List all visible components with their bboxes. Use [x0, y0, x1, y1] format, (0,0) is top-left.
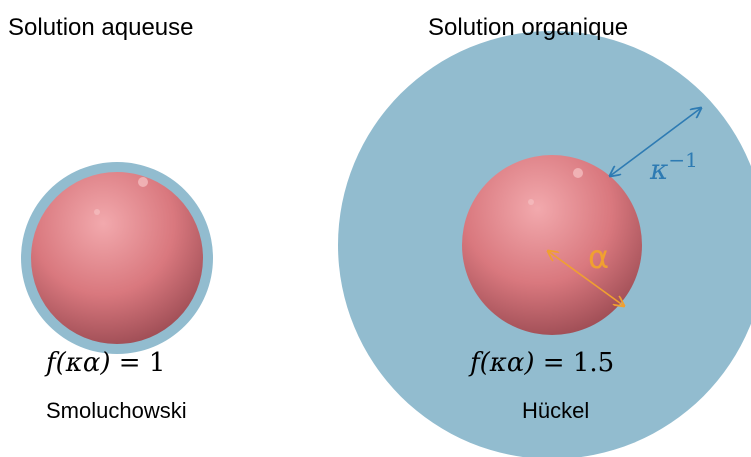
left-caption: Smoluchowski [46, 398, 187, 423]
left-sphere-highlight-small [94, 209, 100, 215]
left-formula-rhs: = 1 [110, 348, 166, 378]
right-formula-rhs: = 1.5 [534, 348, 615, 378]
left-formula: f(κα) = 1 [46, 348, 165, 378]
right-formula-f: f [470, 348, 480, 378]
alpha-label: α [588, 238, 610, 276]
right-formula-arg: (κα) [479, 348, 535, 378]
right-particle-sphere [462, 155, 642, 335]
left-sphere-highlight [138, 177, 148, 187]
left-formula-f: f [46, 348, 56, 378]
right-sphere-highlight [573, 168, 583, 178]
kappa-inverse-label: κ−1 [650, 148, 698, 186]
right-formula: f(κα) = 1.5 [470, 348, 614, 378]
right-sphere-highlight-small [528, 199, 534, 205]
left-panel-title: Solution aqueuse [8, 14, 194, 41]
left-formula-arg: (κα) [55, 348, 111, 378]
right-panel-title: Solution organique [428, 14, 629, 41]
kappa-exponent: −1 [668, 148, 698, 172]
left-particle-sphere [31, 172, 203, 344]
right-caption: Hückel [522, 398, 590, 423]
kappa-arrow [610, 108, 701, 176]
kappa-symbol: κ [650, 153, 669, 186]
alpha-arrow [548, 251, 624, 306]
